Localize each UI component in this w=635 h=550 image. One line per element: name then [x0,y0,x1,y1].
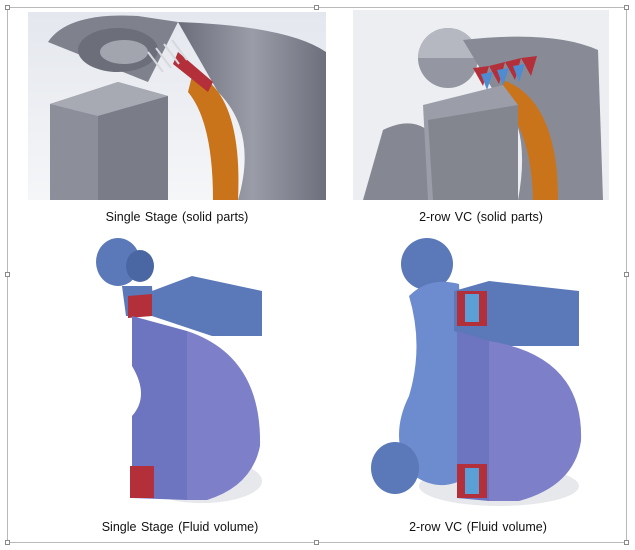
single-stage-fluid-render [92,236,266,510]
caption-two-row-vc-fluid: 2-row VC (Fluid volume) [409,520,547,534]
resize-handle-bottom[interactable] [314,540,319,545]
resize-handle-top-right[interactable] [624,5,629,10]
resize-handle-bottom-left[interactable] [5,540,10,545]
image-selection-frame[interactable] [5,5,629,545]
resize-handle-right[interactable] [624,272,629,277]
caption-two-row-vc-solid: 2-row VC (solid parts) [419,210,543,224]
resize-handle-top[interactable] [314,5,319,10]
caption-single-stage-fluid: Single Stage (Fluid volume) [101,520,259,534]
two-row-vc-solid-render [353,10,609,200]
resize-handle-bottom-right[interactable] [624,540,629,545]
resize-handle-top-left[interactable] [5,5,10,10]
two-row-vc-fluid-render [369,236,587,510]
resize-handle-left[interactable] [5,272,10,277]
caption-single-stage-solid: Single Stage (solid parts) [105,210,249,224]
single-stage-solid-render [28,12,326,200]
